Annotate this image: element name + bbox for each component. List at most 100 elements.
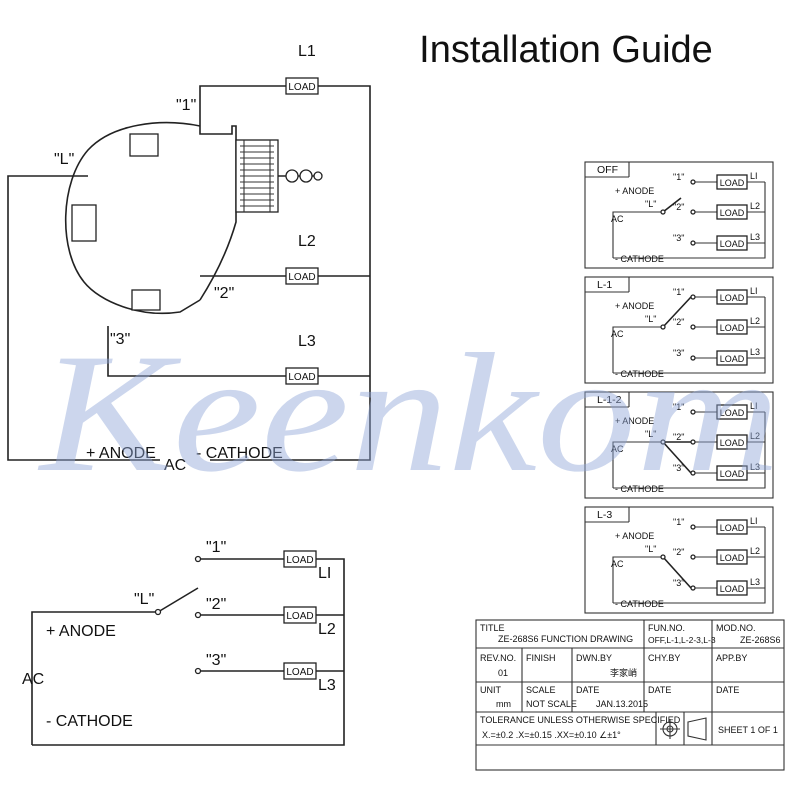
panel-output-3: L3 [750, 577, 760, 587]
panel-terminal-three: "3" [673, 463, 684, 473]
panel-load-label: LOAD [720, 178, 745, 188]
panel-terminal-three: "3" [673, 348, 684, 358]
panel-output-1: LI [750, 171, 758, 181]
projection-symbol-icon [660, 717, 707, 741]
terminal-tab-bottom [131, 289, 161, 311]
panel-load-label: LOAD [720, 438, 745, 448]
terminal-label-L: "L" [54, 151, 74, 168]
schematic-cathode: - CATHODE [46, 713, 133, 730]
tb-finish-label: FINISH [526, 653, 556, 663]
schematic-load-3: LOAD [283, 662, 317, 680]
tb-app-label: APP.BY [716, 653, 747, 663]
panel-terminal-L: "L" [645, 429, 656, 439]
panel-name: L-3 [597, 509, 612, 521]
tb-date-label-3: DATE [716, 685, 739, 695]
svg-text:LOAD: LOAD [288, 372, 315, 383]
panel-load-label: LOAD [720, 584, 745, 594]
ac-label: AC [164, 457, 186, 474]
load-3: LOAD [285, 367, 319, 385]
panel-output-3: L3 [750, 462, 760, 472]
circuit-label-l2: L2 [298, 233, 316, 250]
panel-load-label: LOAD [720, 354, 745, 364]
schematic-wiper [157, 587, 199, 613]
panel-cathode: - CATHODE [615, 369, 664, 379]
wire-L [7, 175, 160, 461]
terminal-label-1: "1" [176, 97, 196, 114]
panel-load-label: LOAD [720, 239, 745, 249]
panel-cathode: - CATHODE [615, 254, 664, 264]
tb-rev-value: 01 [498, 668, 508, 678]
switch-schematic: LOAD LOAD LOAD "1" "2" "3" "L" LI L2 L3 … [22, 539, 345, 746]
panel-ac: AC [611, 329, 624, 339]
tb-title-value: ZE-268S6 FUNCTION DRAWING [498, 634, 633, 644]
main-wiring-diagram: LOAD LOAD LOAD L1 L2 L3 "1" "L" "2" "3" … [7, 43, 371, 474]
threaded-shaft [235, 139, 279, 213]
panel-anode: + ANODE [615, 301, 654, 311]
tb-fun-label: FUN.NO. [648, 623, 685, 633]
tb-scale-value: NOT SCALE [526, 699, 577, 709]
tb-rev-label: REV.NO. [480, 653, 516, 663]
panel-ac: AC [611, 559, 624, 569]
panel-cathode: - CATHODE [615, 484, 664, 494]
schematic-out-l3: L3 [318, 677, 336, 694]
panel-name: L-1 [597, 279, 612, 291]
svg-text:LOAD: LOAD [286, 611, 313, 622]
tb-tolerance-values: X.=±0.2 .X=±0.15 .XX=±0.10 ∠±1° [482, 730, 621, 740]
tb-date-value: JAN.13.2015 [596, 699, 648, 709]
tb-chk-label: CHY.BY [648, 653, 680, 663]
wire-1 [199, 85, 371, 461]
panel-terminal-one: "1" [673, 402, 684, 412]
panel-output-2: L2 [750, 201, 760, 211]
panel-output-1: LI [750, 516, 758, 526]
schematic-out-l2: L2 [318, 621, 336, 638]
schematic-label-3: "3" [206, 652, 226, 669]
page-title: Installation Guide [419, 29, 713, 71]
panel-load-label: LOAD [720, 553, 745, 563]
tb-dwn-value: 李家峭 [610, 667, 637, 678]
terminal-label-2: "2" [214, 285, 234, 302]
schematic-label-2: "2" [206, 596, 226, 613]
schematic-anode: + ANODE [46, 623, 116, 640]
panel-output-1: LI [750, 401, 758, 411]
terminal-tab-top [129, 133, 159, 157]
panel-terminal-two: "2" [673, 317, 684, 327]
panel-output-2: L2 [750, 316, 760, 326]
panel-terminal-three: "3" [673, 233, 684, 243]
panel-anode: + ANODE [615, 186, 654, 196]
load-1: LOAD [285, 77, 319, 95]
panel-anode: + ANODE [615, 531, 654, 541]
panel-terminal-three: "3" [673, 578, 684, 588]
load-2: LOAD [285, 267, 319, 285]
panel-load-label: LOAD [720, 323, 745, 333]
tb-mod-label: MOD.NO. [716, 623, 756, 633]
tb-unit-label: UNIT [480, 685, 501, 695]
panel-terminal-one: "1" [673, 172, 684, 182]
tb-title-label: TITLE [480, 623, 505, 633]
panel-cathode: - CATHODE [615, 599, 664, 609]
svg-text:LOAD: LOAD [288, 82, 315, 93]
panel-terminal-two: "2" [673, 547, 684, 557]
schematic-load-1: LOAD [283, 550, 317, 568]
panel-output-2: L2 [750, 431, 760, 441]
schematic-label-L: "L" [134, 591, 154, 608]
terminal-tab-left [71, 204, 97, 242]
panel-load-label: LOAD [720, 208, 745, 218]
tb-unit-value: mm [496, 699, 511, 709]
panel-output-3: L3 [750, 347, 760, 357]
anode-label: + ANODE [86, 445, 156, 462]
schematic-load-2: LOAD [283, 606, 317, 624]
panel-output-3: L3 [750, 232, 760, 242]
panel-anode: + ANODE [615, 416, 654, 426]
tb-scale-label: SCALE [526, 685, 556, 695]
watermark-text: Keenkom [38, 319, 780, 507]
panel-terminal-L: "L" [645, 314, 656, 324]
tb-fun-value: OFF,L-1,L-2-3,L-3 [648, 635, 716, 645]
panel-terminal-one: "1" [673, 287, 684, 297]
schematic-out-l1: LI [318, 565, 331, 582]
panel-load-label: LOAD [720, 469, 745, 479]
